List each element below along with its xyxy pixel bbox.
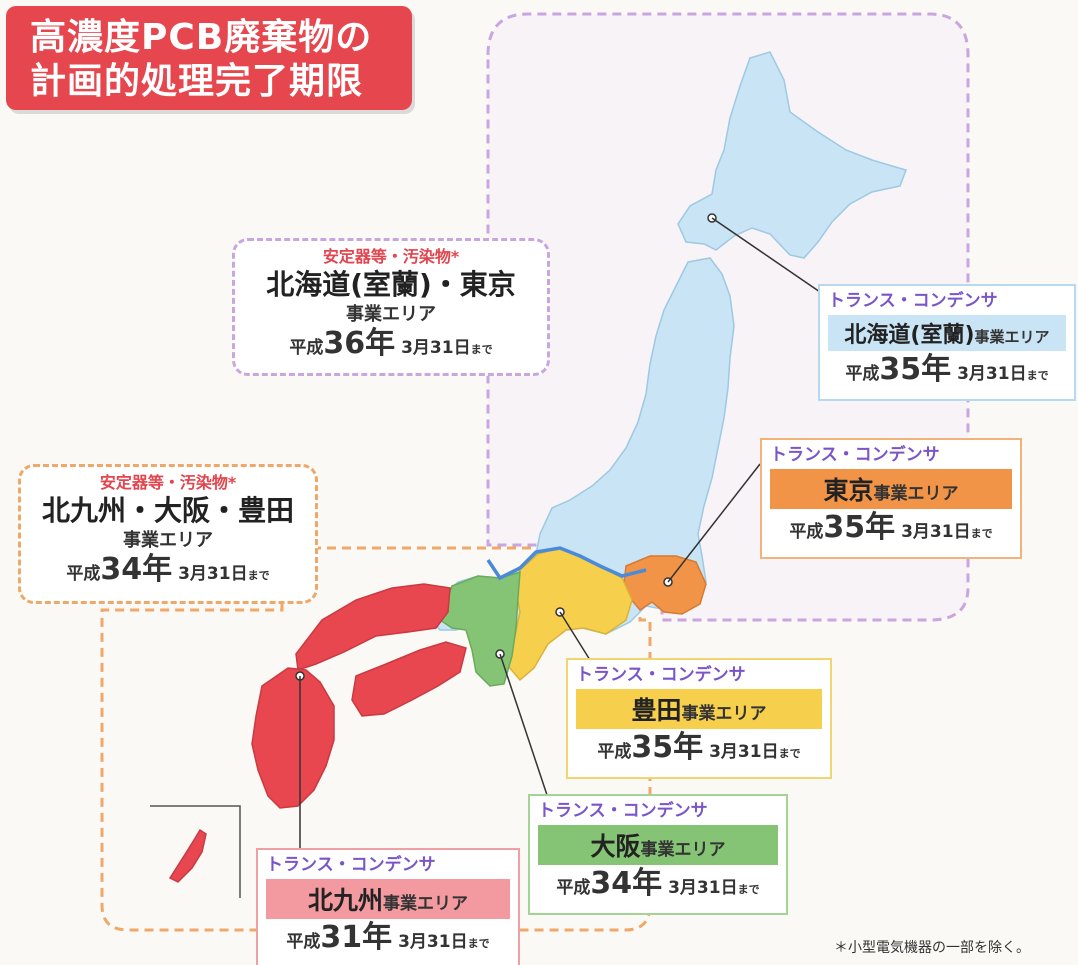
deadline-year: 35年: [823, 510, 896, 545]
stabilizer-east-caption: 安定器等・汚染物*: [322, 247, 460, 266]
tc-tokyo-caption: トランス・コンデンサ: [770, 445, 940, 465]
deadline-until: まで: [470, 343, 493, 356]
okinawa-region: [168, 828, 207, 883]
deadline-until: まで: [467, 937, 490, 950]
tc-kitakyushu-callout: トランス・コンデンサ 北九州事業エリア 平成31年 3月31日まで: [256, 848, 520, 965]
tc-kitakyushu-caption: トランス・コンデンサ: [266, 855, 436, 875]
stabilizer-west-caption: 安定器等・汚染物*: [99, 473, 237, 492]
deadline-date: 3月31日: [178, 564, 248, 584]
tc-toyota-suffix: 事業エリア: [681, 704, 767, 724]
title-line-2: 計画的処理完了期限: [30, 61, 364, 102]
deadline-era: 平成: [289, 338, 324, 358]
tc-hokkaido-deadline: 平成35年 3月31日まで: [828, 353, 1066, 393]
stabilizer-west-deadline: 平成34年 3月31日まで: [21, 553, 315, 593]
stabilizer-east-deadline: 平成36年 3月31日まで: [235, 327, 547, 367]
stabilizer-west-callout: 安定器等・汚染物* 北九州・大阪・豊田 事業エリア 平成34年 3月31日まで: [18, 464, 318, 604]
deadline-date: 3月31日: [398, 932, 468, 952]
tc-kitakyushu-deadline: 平成31年 3月31日まで: [266, 921, 510, 961]
tc-toyota-name: 豊田: [631, 696, 682, 725]
deadline-era: 平成: [789, 522, 824, 542]
deadline-era: 平成: [845, 364, 880, 384]
tc-tokyo-band: 東京事業エリア: [770, 469, 1012, 509]
hokkaido-leader-line: [711, 217, 821, 293]
tc-tokyo-callout: トランス・コンデンサ 東京事業エリア 平成35年 3月31日まで: [760, 438, 1022, 559]
tc-hokkaido-callout: トランス・コンデンサ 北海道(室蘭)事業エリア 平成35年 3月31日まで: [818, 284, 1076, 401]
tc-hokkaido-caption: トランス・コンデンサ: [828, 291, 998, 311]
deadline-until: まで: [778, 747, 801, 760]
tc-osaka-caption: トランス・コンデンサ: [538, 801, 708, 821]
deadline-year: 34年: [590, 866, 663, 901]
title-line-1: 高濃度PCB廃棄物の: [30, 17, 373, 58]
chugoku-region: [295, 583, 451, 672]
tc-toyota-deadline: 平成35年 3月31日まで: [576, 731, 822, 771]
tc-hokkaido-name: 北海道(室蘭): [844, 323, 975, 348]
deadline-era: 平成: [597, 742, 632, 762]
deadline-until: まで: [247, 569, 270, 582]
deadline-date: 3月31日: [668, 878, 738, 898]
tc-osaka-suffix: 事業エリア: [640, 840, 726, 860]
deadline-year: 31年: [320, 920, 393, 955]
tc-tokyo-deadline: 平成35年 3月31日まで: [770, 511, 1012, 551]
deadline-date: 3月31日: [901, 522, 971, 542]
tc-osaka-callout: トランス・コンデンサ 大阪事業エリア 平成34年 3月31日まで: [528, 794, 788, 915]
stabilizer-west-name: 北九州・大阪・豊田: [41, 494, 294, 527]
okinawa-inset-frame: [150, 805, 241, 898]
deadline-year: 34年: [100, 552, 173, 587]
deadline-era: 平成: [556, 878, 591, 898]
deadline-date: 3月31日: [709, 742, 779, 762]
tc-toyota-caption: トランス・コンデンサ: [576, 665, 746, 685]
tc-osaka-band: 大阪事業エリア: [538, 825, 778, 865]
tc-kitakyushu-band: 北九州事業エリア: [266, 879, 510, 919]
tc-osaka-deadline: 平成34年 3月31日まで: [538, 867, 778, 907]
tc-toyota-band: 豊田事業エリア: [576, 689, 822, 729]
stabilizer-east-area: 事業エリア: [346, 304, 436, 325]
stabilizer-west-area: 事業エリア: [123, 530, 213, 551]
deadline-date: 3月31日: [957, 364, 1027, 384]
tc-tokyo-name: 東京: [823, 476, 874, 505]
kyushu-region: [251, 667, 335, 809]
tc-osaka-name: 大阪: [590, 832, 641, 861]
west-area-dashed-outline: [100, 546, 652, 932]
deadline-until: まで: [737, 883, 760, 896]
stabilizer-east-callout: 安定器等・汚染物* 北海道(室蘭)・東京 事業エリア 平成36年 3月31日まで: [232, 238, 550, 376]
tc-tokyo-suffix: 事業エリア: [873, 484, 959, 504]
shikoku-region: [351, 641, 467, 717]
deadline-era: 平成: [286, 932, 321, 952]
deadline-until: まで: [970, 527, 993, 540]
toyota-leader-line: [559, 611, 591, 661]
tokyo-leader-line: [667, 463, 761, 583]
tc-kitakyushu-suffix: 事業エリア: [383, 894, 468, 914]
deadline-year: 35年: [631, 730, 704, 765]
deadline-era: 平成: [66, 564, 101, 584]
osaka-leader-line: [499, 653, 549, 799]
tc-toyota-callout: トランス・コンデンサ 豊田事業エリア 平成35年 3月31日まで: [566, 658, 832, 779]
deadline-until: まで: [1026, 369, 1049, 382]
deadline-date: 3月31日: [401, 338, 471, 358]
deadline-year: 36年: [323, 326, 396, 361]
footnote: ＊小型電気機器の一部を除く。: [834, 940, 1030, 956]
stabilizer-east-name: 北海道(室蘭)・東京: [266, 268, 516, 301]
hokkaido-region: [677, 51, 907, 259]
deadline-year: 35年: [879, 352, 952, 387]
tc-hokkaido-band: 北海道(室蘭)事業エリア: [828, 315, 1066, 351]
tc-kitakyushu-name: 北九州: [307, 886, 383, 915]
title-box: 高濃度PCB廃棄物の 計画的処理完了期限: [6, 6, 412, 110]
tc-hokkaido-suffix: 事業エリア: [974, 328, 1050, 346]
area-boundary-line: [486, 546, 647, 581]
